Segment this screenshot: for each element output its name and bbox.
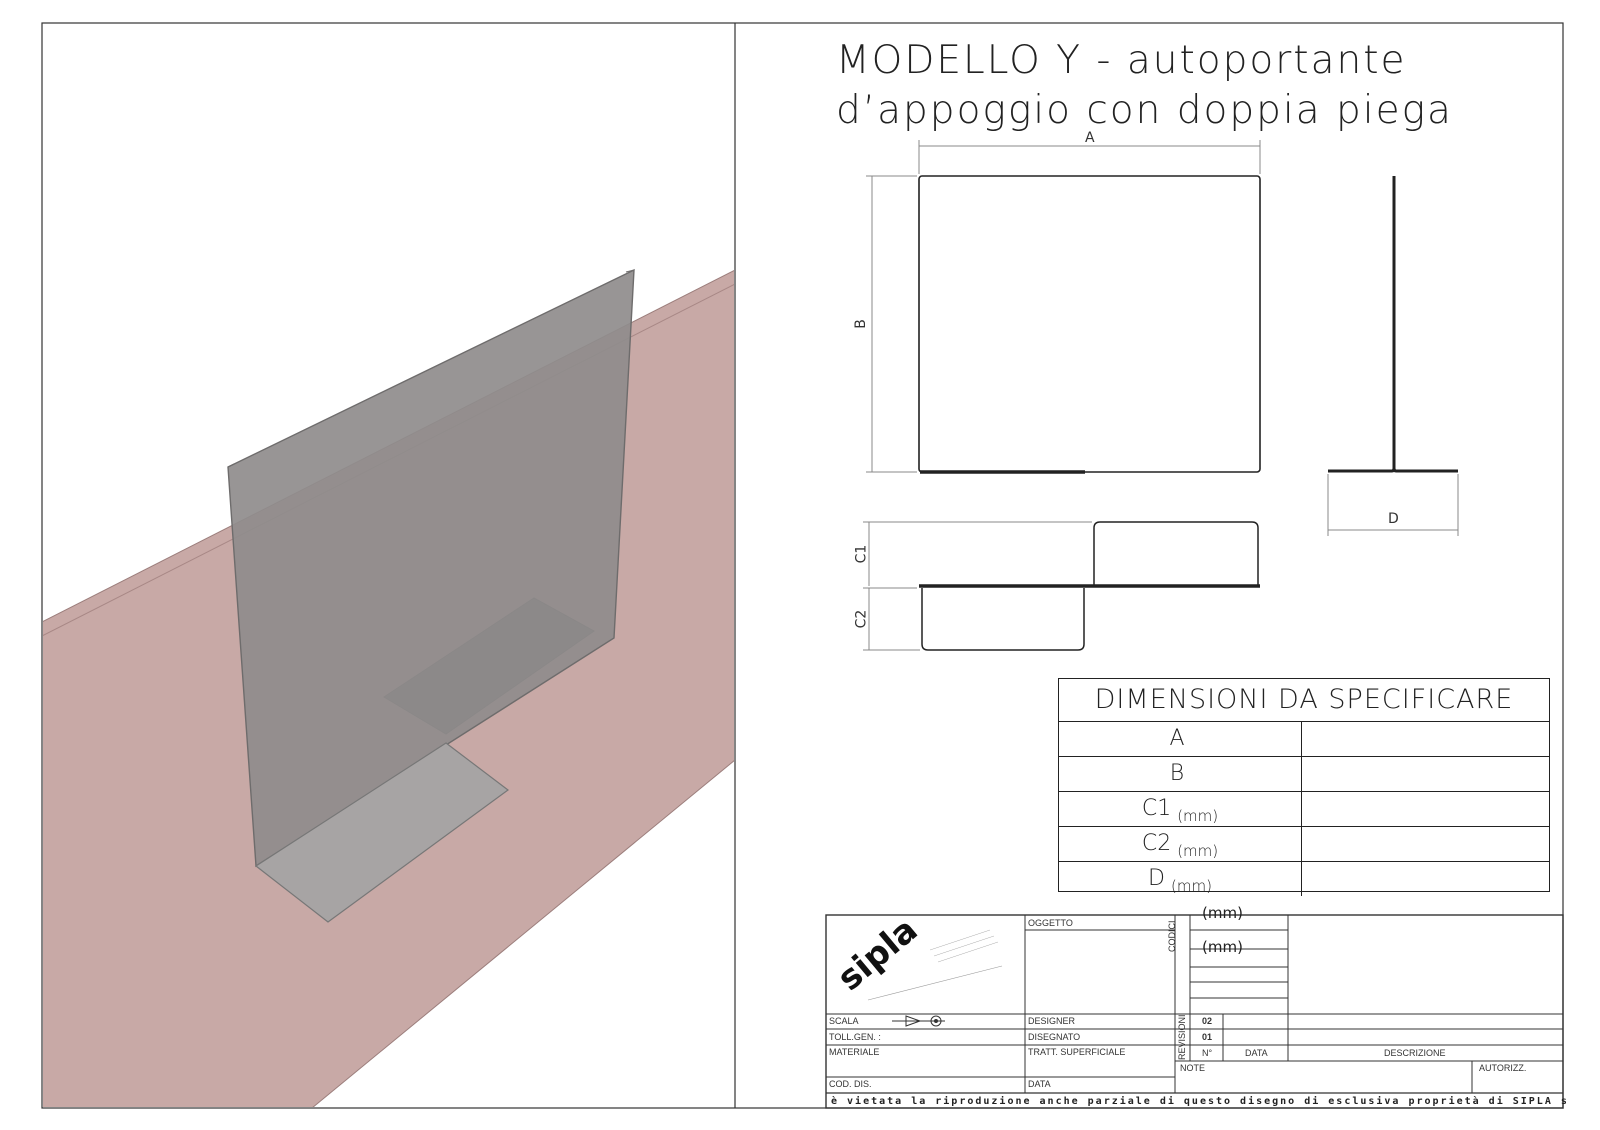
- tb-revisioni: REVISIONI: [1177, 1014, 1187, 1060]
- dim-label-a: A: [1085, 130, 1095, 146]
- dimension-key: C2: [1141, 831, 1172, 856]
- tb-cod-dis: COD. DIS.: [829, 1079, 872, 1089]
- dim-label-c1: C1: [853, 544, 870, 564]
- tb-n: N°: [1202, 1048, 1213, 1058]
- dimension-unit: (mm): [1177, 807, 1219, 825]
- dimension-row-b[interactable]: B: [1059, 757, 1549, 792]
- extra-unit-2: (mm): [1202, 938, 1243, 956]
- side-view: [1327, 176, 1459, 536]
- tb-autorizz: AUTORIZZ.: [1479, 1063, 1527, 1073]
- tb-note: NOTE: [1180, 1063, 1206, 1073]
- tb-toll-gen: TOLL.GEN. :: [829, 1032, 881, 1042]
- tb-data-left: DATA: [1028, 1079, 1051, 1089]
- dim-label-b: B: [852, 319, 869, 329]
- tb-codici: CODICI: [1167, 920, 1177, 953]
- extra-unit-1: (mm): [1202, 904, 1243, 922]
- tb-rev-01: 01: [1202, 1032, 1213, 1042]
- dimension-row-c2[interactable]: C2 (mm): [1059, 827, 1549, 862]
- title-block: [825, 914, 1564, 1109]
- tb-materiale: MATERIALE: [829, 1047, 880, 1057]
- logo-text: sipla: [830, 910, 925, 999]
- tb-data: DATA: [1245, 1048, 1268, 1058]
- dimension-unit: (mm): [1171, 877, 1212, 895]
- dimension-key: B: [1169, 761, 1185, 786]
- dimension-table: DIMENSIONI DA SPECIFICARE A B C1 (mm) C2 (…: [1058, 678, 1550, 896]
- acrylic-panel: [227, 268, 635, 868]
- dim-label-c2: C2: [853, 609, 870, 629]
- title-line-1: MODELLO Y - autoportante: [836, 38, 1407, 83]
- dimension-table-header: DIMENSIONI DA SPECIFICARE: [1059, 679, 1549, 722]
- front-view: [866, 140, 1261, 474]
- dimension-unit: (mm): [1177, 842, 1219, 860]
- dimension-key: D: [1148, 866, 1165, 891]
- title-line-2: d’appoggio con doppia piega: [836, 88, 1453, 133]
- copyright-footer: è vietata la riproduzione anche parziale…: [831, 1096, 1566, 1107]
- dim-label-d: D: [1388, 511, 1399, 527]
- tb-disegnato: DISEGNATO: [1028, 1032, 1081, 1042]
- top-view: [863, 521, 1260, 651]
- tb-oggetto: OGGETTO: [1028, 918, 1073, 928]
- dimension-row-a[interactable]: A: [1059, 722, 1549, 757]
- tb-scala: SCALA: [829, 1016, 859, 1026]
- tb-descrizione: DESCRIZIONE: [1384, 1048, 1446, 1058]
- dimension-key: A: [1169, 726, 1185, 751]
- tb-designer: DESIGNER: [1028, 1016, 1076, 1026]
- dimension-row-d[interactable]: D (mm): [1059, 862, 1549, 896]
- sipla-logo: sipla: [830, 910, 1003, 1001]
- front-foot: [254, 742, 510, 923]
- dimension-row-c1[interactable]: C1 (mm): [1059, 792, 1549, 827]
- tb-rev-02: 02: [1202, 1016, 1213, 1026]
- tb-tratt-superficiale: TRATT. SUPERFICIALE: [1028, 1047, 1126, 1057]
- isometric-view: [43, 268, 734, 1107]
- dimension-key: C1: [1141, 796, 1172, 821]
